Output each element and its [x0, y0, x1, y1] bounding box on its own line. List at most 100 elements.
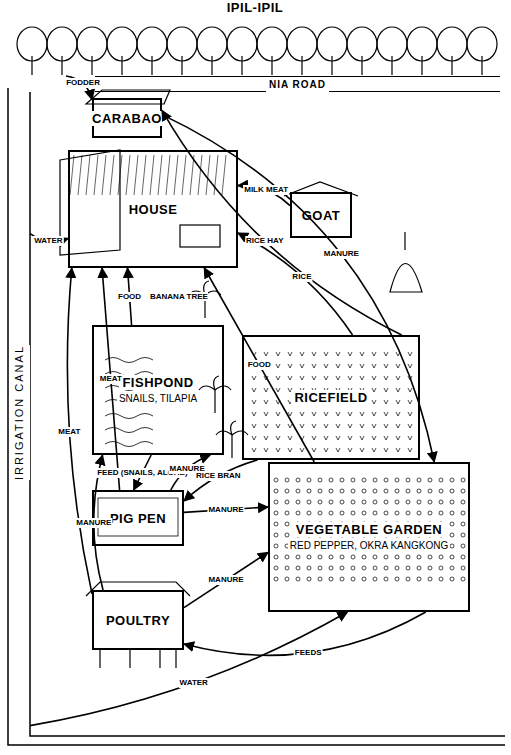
water-wave	[105, 442, 153, 447]
vegetable-plant	[395, 489, 399, 493]
vegetable-plant	[450, 478, 454, 482]
node-note: SNAILS, TILAPIA	[117, 393, 199, 405]
node-label: IRRIGATION CANAL	[9, 345, 30, 480]
rice-plant	[264, 352, 268, 356]
rice-plant	[408, 400, 412, 404]
vegetable-plant	[428, 577, 432, 581]
flow-arrow	[162, 115, 434, 462]
vegetable-plant	[461, 566, 465, 570]
tree-trunk	[481, 56, 482, 75]
rice-plant	[252, 436, 256, 440]
tree-trunk	[61, 56, 62, 75]
vegetable-plant	[318, 511, 322, 515]
vegetable-plant	[439, 555, 443, 559]
vegetable-plant	[373, 500, 377, 504]
roof-thatch	[150, 155, 154, 195]
vegetable-plant	[395, 555, 399, 559]
flow-label: MEAT	[99, 374, 123, 384]
rice-plant	[348, 436, 352, 440]
rice-plant	[396, 376, 400, 380]
rice-plant	[336, 352, 340, 356]
rice-plant	[324, 424, 328, 428]
plant-label: BANANA TREE	[150, 292, 208, 301]
flow-label: MILK MEAT	[243, 185, 289, 195]
vegetable-plant	[428, 478, 432, 482]
vegetable-plant	[362, 566, 366, 570]
node-label: CARABAO	[89, 111, 165, 126]
vegetable-plant	[417, 577, 421, 581]
rice-plant	[372, 364, 376, 368]
flow-label: RICE HAY	[245, 236, 285, 246]
vegetable-plant	[340, 511, 344, 515]
vegetable-plant	[274, 566, 278, 570]
vegetable-plant	[439, 577, 443, 581]
tree-crown	[377, 27, 407, 61]
coop-stilt	[99, 650, 100, 668]
rice-plant	[408, 352, 412, 356]
vegetable-plant	[406, 577, 410, 581]
vegetable-plant	[274, 522, 278, 526]
rice-plant	[300, 424, 304, 428]
rice-plant	[360, 448, 364, 452]
rice-plant	[396, 400, 400, 404]
roof-thatch	[214, 155, 218, 195]
vegetable-plant	[329, 478, 333, 482]
roof-thatch	[166, 155, 170, 195]
vegetable-plant	[329, 511, 333, 515]
vegetable-plant	[439, 478, 443, 482]
rice-plant	[324, 376, 328, 380]
vegetable-plant	[307, 555, 311, 559]
vegetable-plant	[428, 500, 432, 504]
vegetable-plant	[417, 511, 421, 515]
rice-plant	[360, 436, 364, 440]
rice-plant	[372, 412, 376, 416]
vegetable-plant	[329, 566, 333, 570]
tree-crown	[47, 27, 77, 61]
vegetable-plant	[417, 489, 421, 493]
rice-plant	[396, 412, 400, 416]
rice-plant	[360, 424, 364, 428]
rice-plant	[312, 412, 316, 416]
vegetable-plant	[285, 500, 289, 504]
tree-crown	[167, 27, 197, 61]
vegetable-plant	[362, 555, 366, 559]
vegetable-plant	[439, 500, 443, 504]
banana-leaf	[199, 376, 231, 390]
roof-thatch	[222, 155, 226, 195]
vegetable-plant	[384, 500, 388, 504]
coop-stilt	[175, 650, 176, 668]
roof-thatch	[158, 155, 162, 195]
tree-crown	[227, 27, 257, 61]
vegetable-plant	[373, 566, 377, 570]
vegetable-plant	[395, 566, 399, 570]
tree-trunk	[151, 56, 152, 75]
vegetable-plant	[395, 577, 399, 581]
rice-plant	[324, 352, 328, 356]
vegetable-plant	[296, 566, 300, 570]
vegetable-plant	[307, 478, 311, 482]
tree-trunk	[181, 56, 182, 75]
vegetable-plant	[351, 489, 355, 493]
vegetable-plant	[285, 489, 289, 493]
rice-plant	[312, 352, 316, 356]
rice-plant	[372, 436, 376, 440]
vegetable-plant	[373, 478, 377, 482]
flow-label: RICE BRAN	[195, 471, 241, 481]
vegetable-plant	[362, 500, 366, 504]
tree-crown	[287, 27, 317, 61]
vegetable-plant	[318, 566, 322, 570]
vegetable-plant	[274, 478, 278, 482]
water-wave	[105, 358, 153, 363]
node-label: VEGETABLE GARDEN	[293, 522, 445, 537]
vegetable-plant	[439, 566, 443, 570]
flow-label: MANURE	[75, 518, 112, 528]
vegetable-plant	[461, 511, 465, 515]
node-label: POULTRY	[103, 613, 173, 628]
rice-plant	[336, 364, 340, 368]
vegetable-plant	[362, 489, 366, 493]
roof-thatch	[110, 155, 114, 195]
rice-plant	[372, 388, 376, 392]
vegetable-plant	[296, 489, 300, 493]
rice-plant	[360, 364, 364, 368]
